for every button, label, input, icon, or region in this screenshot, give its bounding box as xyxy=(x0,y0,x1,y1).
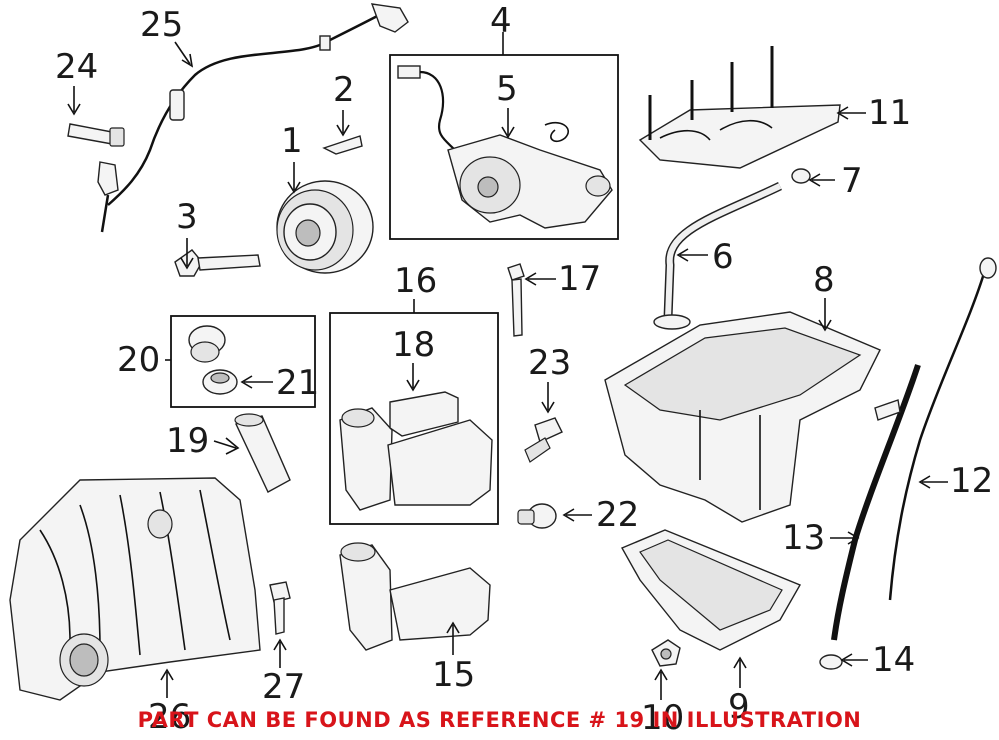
part-14-o-ring xyxy=(819,654,843,670)
callout-5: 5 xyxy=(496,69,518,109)
group-box-20 xyxy=(170,315,316,408)
part-11-bearing-girdle xyxy=(638,46,841,169)
part-26-intake-manifold xyxy=(9,477,261,701)
part-13-dipstick-tube xyxy=(831,364,921,641)
part-18-filter-element xyxy=(389,391,459,437)
callout-18: 18 xyxy=(392,325,436,365)
part-8-oil-pan xyxy=(604,311,881,523)
callout-9: 9 xyxy=(728,687,750,727)
part-3-bolt xyxy=(174,249,261,277)
part-9-lower-oil-pan xyxy=(621,529,802,651)
callout-26: 26 xyxy=(148,697,192,737)
callout-7: 7 xyxy=(841,161,863,201)
callout-22: 22 xyxy=(596,495,640,535)
part-7-o-ring xyxy=(791,168,811,184)
part-2-clip xyxy=(322,135,363,155)
callout-17: 17 xyxy=(558,259,602,299)
callout-23: 23 xyxy=(528,343,572,383)
part-22-sensor xyxy=(517,503,557,529)
callout-15: 15 xyxy=(432,655,476,695)
callout-16: 16 xyxy=(394,261,438,301)
callout-12: 12 xyxy=(950,461,994,501)
part-23-sensor xyxy=(524,417,563,463)
callout-2: 2 xyxy=(333,70,355,110)
group-box-4 xyxy=(389,54,619,240)
callout-4: 4 xyxy=(490,1,512,41)
callout-21: 21 xyxy=(276,363,320,403)
callout-3: 3 xyxy=(176,197,198,237)
callout-10: 10 xyxy=(641,698,685,738)
part-16-filter-housing-assembly xyxy=(339,407,493,511)
part-25-sensor-harness xyxy=(97,3,409,233)
callout-8: 8 xyxy=(813,260,835,300)
callout-11: 11 xyxy=(868,93,912,133)
part-21-seal xyxy=(202,369,238,395)
callout-14: 14 xyxy=(872,640,916,680)
callout-20: 20 xyxy=(117,340,161,380)
part-10-drain-plug xyxy=(651,639,681,667)
callout-27: 27 xyxy=(262,667,306,707)
part-17-bolt xyxy=(507,263,525,337)
part-27-bolt xyxy=(269,581,291,635)
part-6-oil-pickup-tube xyxy=(653,181,782,330)
part-15-filter-housing xyxy=(339,542,491,651)
callout-6: 6 xyxy=(712,237,734,277)
callout-24: 24 xyxy=(55,47,99,87)
callout-19: 19 xyxy=(166,421,210,461)
part-19-oil-filter xyxy=(234,413,291,493)
part-1-pulley xyxy=(276,180,374,274)
part-5-oil-pump xyxy=(397,65,613,229)
part-12-dipstick xyxy=(888,257,997,601)
callout-1: 1 xyxy=(281,121,303,161)
part-24-bolt xyxy=(67,123,125,147)
part-20-cap xyxy=(188,325,226,363)
callout-25: 25 xyxy=(140,5,184,45)
reference-note: PART CAN BE FOUND AS REFERENCE # 19 IN I… xyxy=(137,708,862,732)
callout-13: 13 xyxy=(782,518,826,558)
leader-lines xyxy=(67,32,948,700)
